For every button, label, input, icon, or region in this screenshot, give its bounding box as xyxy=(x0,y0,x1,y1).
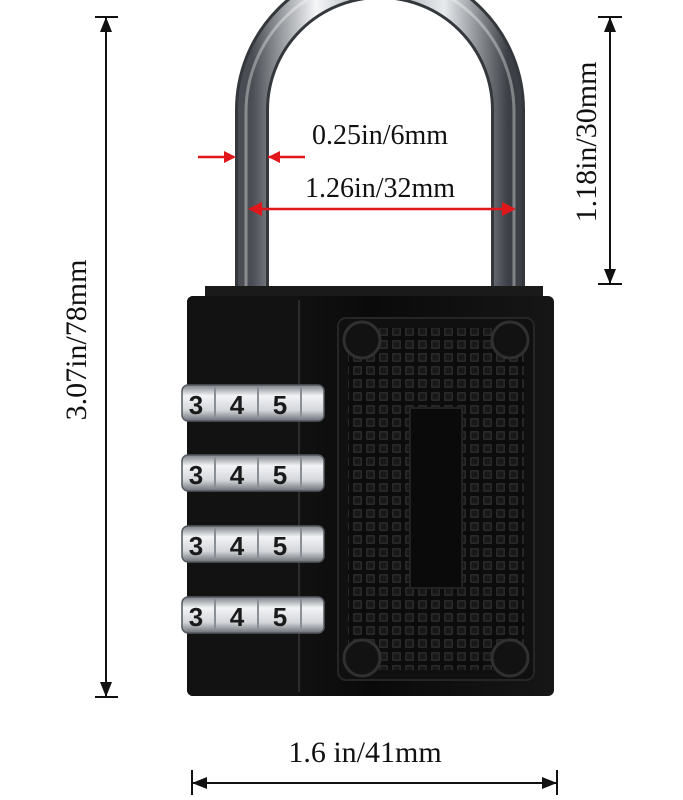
dial-1-digit-3: 5 xyxy=(273,390,287,420)
total-height-dimension: 3.07in/78mm xyxy=(60,16,118,698)
dial-4-digit-1: 3 xyxy=(189,602,203,632)
dial-1-digit-2: 4 xyxy=(230,390,245,420)
bolt-icon xyxy=(342,320,382,360)
shackle-thickness-label: 0.25in/6mm xyxy=(312,120,448,151)
body-width-label: 1.6 in/41mm xyxy=(288,736,441,769)
dial-3-digit-2: 4 xyxy=(230,531,245,561)
bolt-icon xyxy=(490,638,530,678)
dial-1-digit-1: 3 xyxy=(189,390,203,420)
combination-dials: 3 4 5 3 4 5 3 4 5 3 4 xyxy=(181,384,325,634)
shackle-height-label: 1.18in/30mm xyxy=(570,62,603,223)
body-width-dimension: 1.6 in/41mm xyxy=(191,736,558,795)
dial-2-digit-1: 3 xyxy=(189,460,203,490)
dial-2[interactable]: 3 4 5 xyxy=(181,454,325,492)
dial-1[interactable]: 3 4 5 xyxy=(181,384,325,422)
shackle-thickness-dimension: 0.25in/6mm xyxy=(198,120,448,163)
bolt-icon xyxy=(490,320,530,360)
shackle xyxy=(235,0,525,295)
shackle-inner-width-label: 1.26in/32mm xyxy=(305,173,455,204)
dial-4[interactable]: 3 4 5 xyxy=(181,596,325,634)
dial-3[interactable]: 3 4 5 xyxy=(181,525,325,563)
bolt-icon xyxy=(342,638,382,678)
dial-4-digit-2: 4 xyxy=(230,602,245,632)
dial-3-digit-1: 3 xyxy=(189,531,203,561)
dial-4-digit-3: 5 xyxy=(273,602,287,632)
dial-2-digit-2: 4 xyxy=(230,460,245,490)
dial-2-digit-3: 5 xyxy=(273,460,287,490)
total-height-label: 3.07in/78mm xyxy=(60,260,93,421)
dial-3-digit-3: 5 xyxy=(273,531,287,561)
shackle-inner-width-dimension: 1.26in/32mm xyxy=(248,173,516,216)
shackle-height-dimension: 1.18in/30mm xyxy=(570,16,622,285)
